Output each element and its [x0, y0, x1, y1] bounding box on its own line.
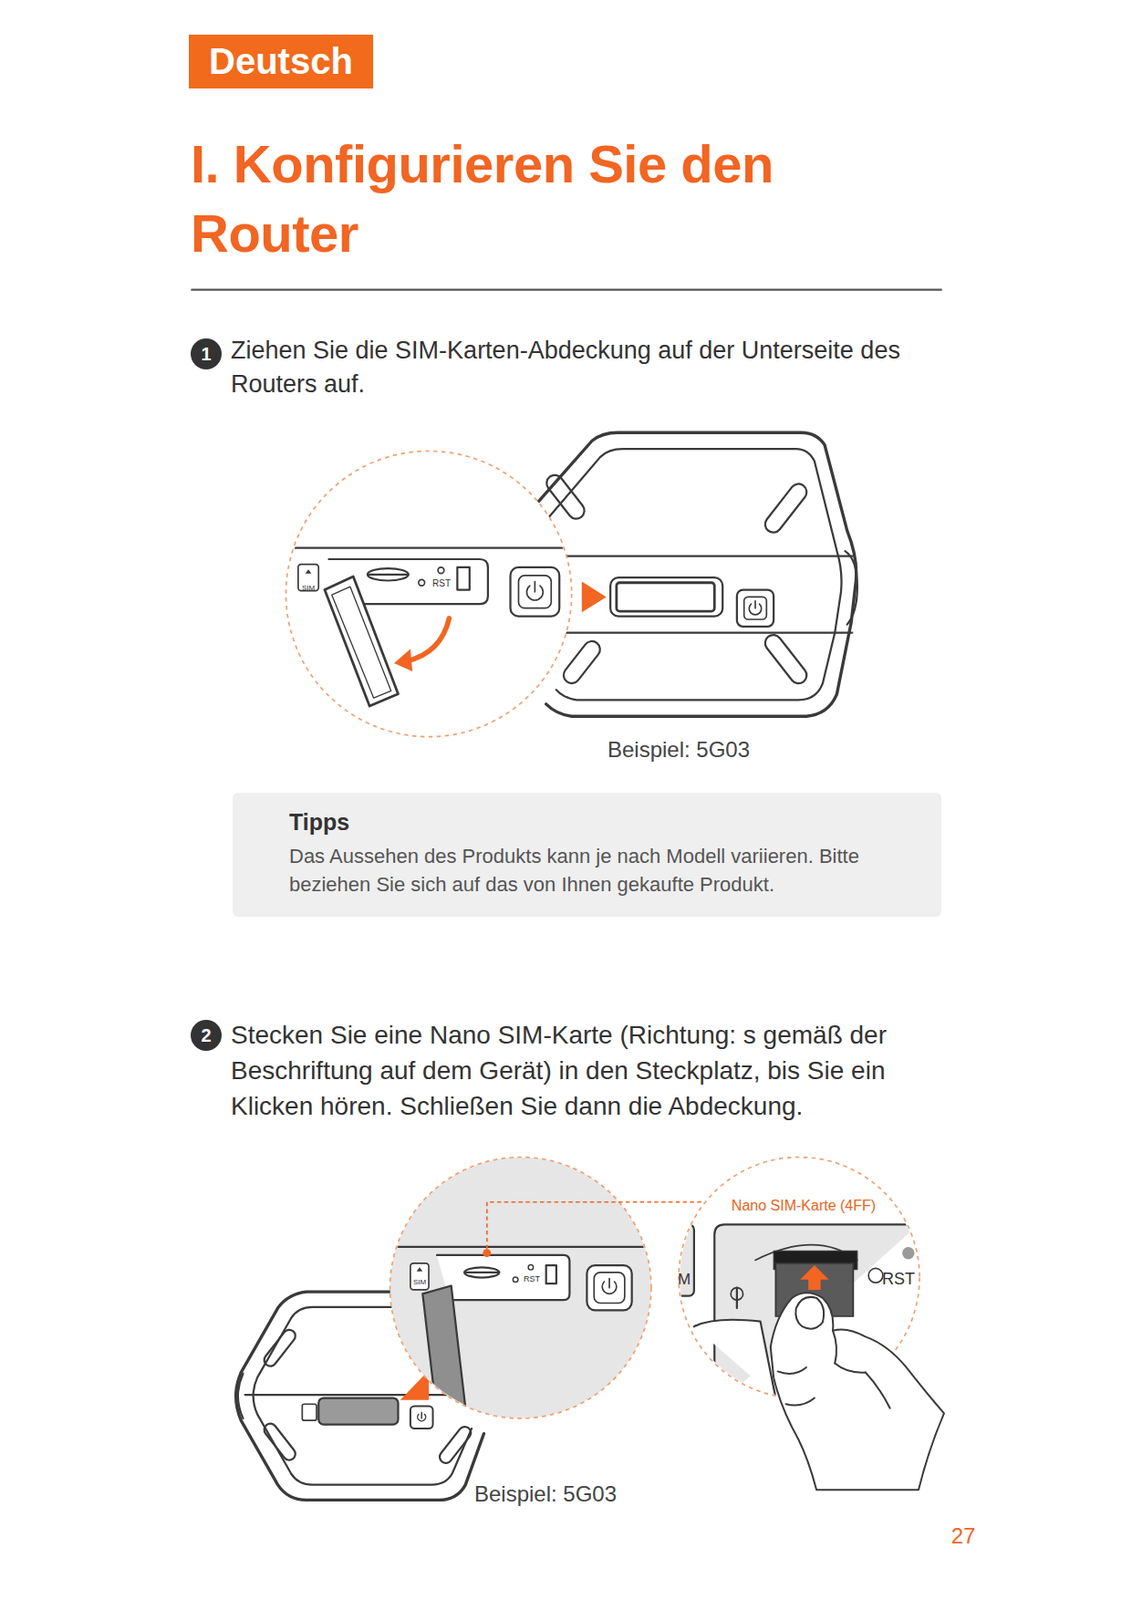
- insert-arrow: [799, 1265, 829, 1290]
- step-circle-shape: [190, 338, 222, 370]
- pointer-arrow: [581, 581, 607, 613]
- language-badge: Deutsch: [188, 34, 374, 89]
- step-circle-shape: [190, 1019, 222, 1051]
- sim-bay-detail-2: [387, 1246, 654, 1417]
- port-label: RST: [882, 1268, 915, 1289]
- step-instruction: Ziehen Sie die SIM-Karten-Abdeckung auf …: [230, 333, 934, 402]
- step-digit: 2: [189, 1018, 223, 1052]
- sim-bay-detail-1: [285, 548, 572, 707]
- leader-line: [487, 1202, 705, 1249]
- port-label: SIM: [413, 1277, 426, 1288]
- figure-caption: Beispiel: 5G03: [607, 736, 750, 764]
- tip-body: Das Aussehen des Produkts kann je nach M…: [289, 841, 914, 899]
- router-bottom-1: [530, 432, 858, 717]
- tip-box: TippsDas Aussehen des Produkts kann je n…: [232, 792, 942, 917]
- title-rule: [190, 289, 942, 291]
- step-digit: 1: [189, 337, 223, 371]
- part-label: Nano SIM-Karte (4FF): [731, 1196, 876, 1216]
- port-label: RST: [432, 578, 451, 590]
- open-arrowhead: [394, 648, 413, 672]
- step-instruction: Stecken Sie eine Nano SIM-Karte (Richtun…: [230, 1017, 943, 1124]
- port-label: M: [677, 1270, 691, 1289]
- port-label: SIM: [301, 583, 315, 593]
- open-arrow: [405, 618, 449, 662]
- port-label: RST: [523, 1274, 541, 1285]
- page-title: I. Konfigurieren Sie den Router: [190, 129, 884, 269]
- zoom-circle: [390, 1157, 652, 1419]
- step-number: 1: [189, 337, 223, 371]
- step-number: 2: [189, 1018, 223, 1052]
- zoom-circle: [285, 450, 572, 737]
- tip-heading: Tipps: [289, 807, 914, 837]
- figure-caption: Beispiel: 5G03: [474, 1480, 617, 1508]
- page-number: 27: [951, 1522, 977, 1550]
- badge-text: Deutsch: [208, 39, 354, 84]
- slot-marker: [482, 1248, 491, 1257]
- hand: [770, 1292, 945, 1490]
